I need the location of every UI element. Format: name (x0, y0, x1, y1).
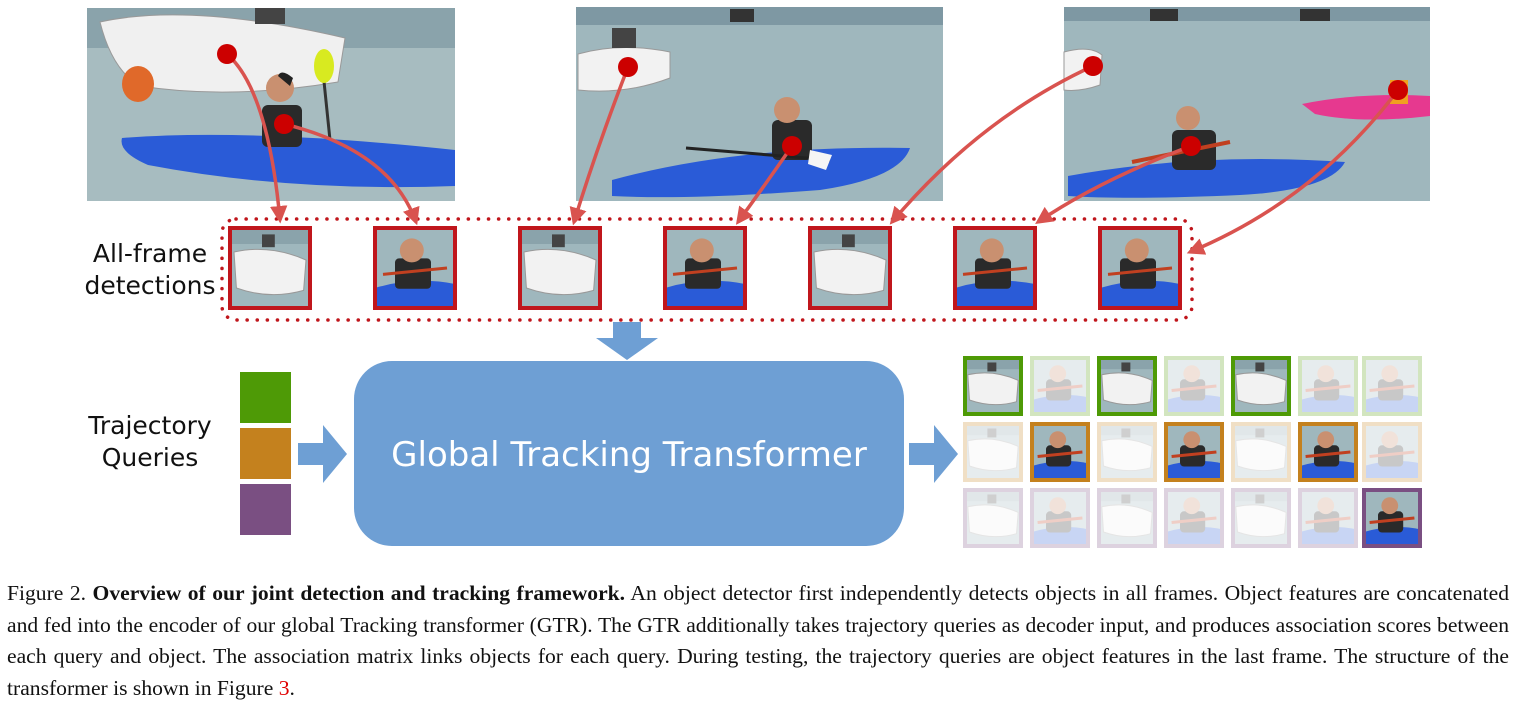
caption-body: An object detector first independently d… (7, 581, 1510, 700)
figure: Global Tracking Transformer All-frame de… (70, 7, 1430, 548)
matrix-cell-q2-o1 (963, 422, 1023, 482)
figure-caption: Figure 2. Overview of our joint detectio… (7, 578, 1509, 704)
transformer-label: Global Tracking Transformer (391, 435, 867, 475)
all-frame-label-line1: All-frame (92, 239, 208, 268)
query-square-purple (240, 484, 291, 535)
query-square-orange (240, 428, 291, 479)
detection-thumb-5-boat (808, 226, 892, 310)
matrix-cell-q1-o6 (1298, 356, 1358, 416)
arrow-f3-child (1035, 144, 1192, 224)
detection-dots (217, 44, 1408, 156)
matrix-cell-q2-o2 (1030, 422, 1090, 482)
detection-thumb-6-child (953, 226, 1037, 310)
association-matrix (963, 356, 1422, 548)
matrix-cell-q1-o7 (1362, 356, 1422, 416)
transformer-box (354, 361, 904, 546)
all-frame-detections-label: All-frame detections (70, 238, 230, 302)
matrix-cell-q2-o5 (1231, 422, 1291, 482)
detection-thumb-2-child (373, 226, 457, 310)
arrow-f3-pink (1186, 88, 1400, 255)
caption-figure-ref[interactable]: 3 (278, 675, 290, 700)
detection-thumb-4-child (663, 226, 747, 310)
dot-f1-boat (217, 44, 237, 64)
arrow-f3-boat (889, 64, 1094, 225)
matrix-cell-q1-o3 (1097, 356, 1157, 416)
matrix-cell-q3-o3 (1097, 488, 1157, 548)
detection-thumb-1-boat (228, 226, 312, 310)
matrix-cell-q1-o2 (1030, 356, 1090, 416)
dot-f3-child (1181, 136, 1201, 156)
matrix-cell-q3-o7 (1362, 488, 1422, 548)
detection-thumb-3-boat (518, 226, 602, 310)
arrow-f1-boat (225, 52, 288, 224)
matrix-cell-q2-o7 (1362, 422, 1422, 482)
matrix-cell-q2-o6 (1298, 422, 1358, 482)
matrix-cell-q3-o1 (963, 488, 1023, 548)
detection-arrows (225, 52, 1400, 255)
matrix-cell-q1-o5 (1231, 356, 1291, 416)
query-square-green (240, 372, 291, 423)
caption-prefix: Figure 2. (7, 581, 93, 605)
matrix-cell-q3-o5 (1231, 488, 1291, 548)
all-frame-label-line2: detections (84, 271, 216, 300)
dot-f2-boat (618, 57, 638, 77)
detection-thumbnails (228, 226, 1182, 310)
figure-graphic: Global Tracking Transformer (87, 7, 1430, 548)
detection-thumb-7-child (1098, 226, 1182, 310)
video-frame-3 (1063, 7, 1430, 201)
caption-bold: Overview of our joint detection and trac… (92, 581, 626, 605)
matrix-cell-q1-o1 (963, 356, 1023, 416)
matrix-cell-q3-o4 (1164, 488, 1224, 548)
dot-f3-boat (1083, 56, 1103, 76)
right-arrow-out (909, 425, 958, 483)
arrow-f1-child (283, 122, 420, 226)
trajectory-label-line1: Trajectory (88, 411, 212, 440)
right-arrow-in (298, 425, 347, 483)
video-frame-2 (576, 7, 943, 201)
detections-group-outline (220, 217, 1194, 322)
matrix-cell-q3-o6 (1298, 488, 1358, 548)
arrow-f2-boat (569, 66, 630, 226)
caption-end: . (289, 675, 295, 700)
video-frame-1 (87, 8, 455, 201)
down-arrow (596, 322, 658, 360)
matrix-cell-q1-o4 (1164, 356, 1224, 416)
matrix-cell-q2-o3 (1097, 422, 1157, 482)
trajectory-queries-label: Trajectory Queries (70, 410, 230, 474)
matrix-cell-q3-o2 (1030, 488, 1090, 548)
trajectory-label-line2: Queries (101, 443, 199, 472)
matrix-cell-q2-o4 (1164, 422, 1224, 482)
dot-f1-child (274, 114, 294, 134)
dot-f3-pink (1388, 80, 1408, 100)
dot-f2-child (782, 136, 802, 156)
